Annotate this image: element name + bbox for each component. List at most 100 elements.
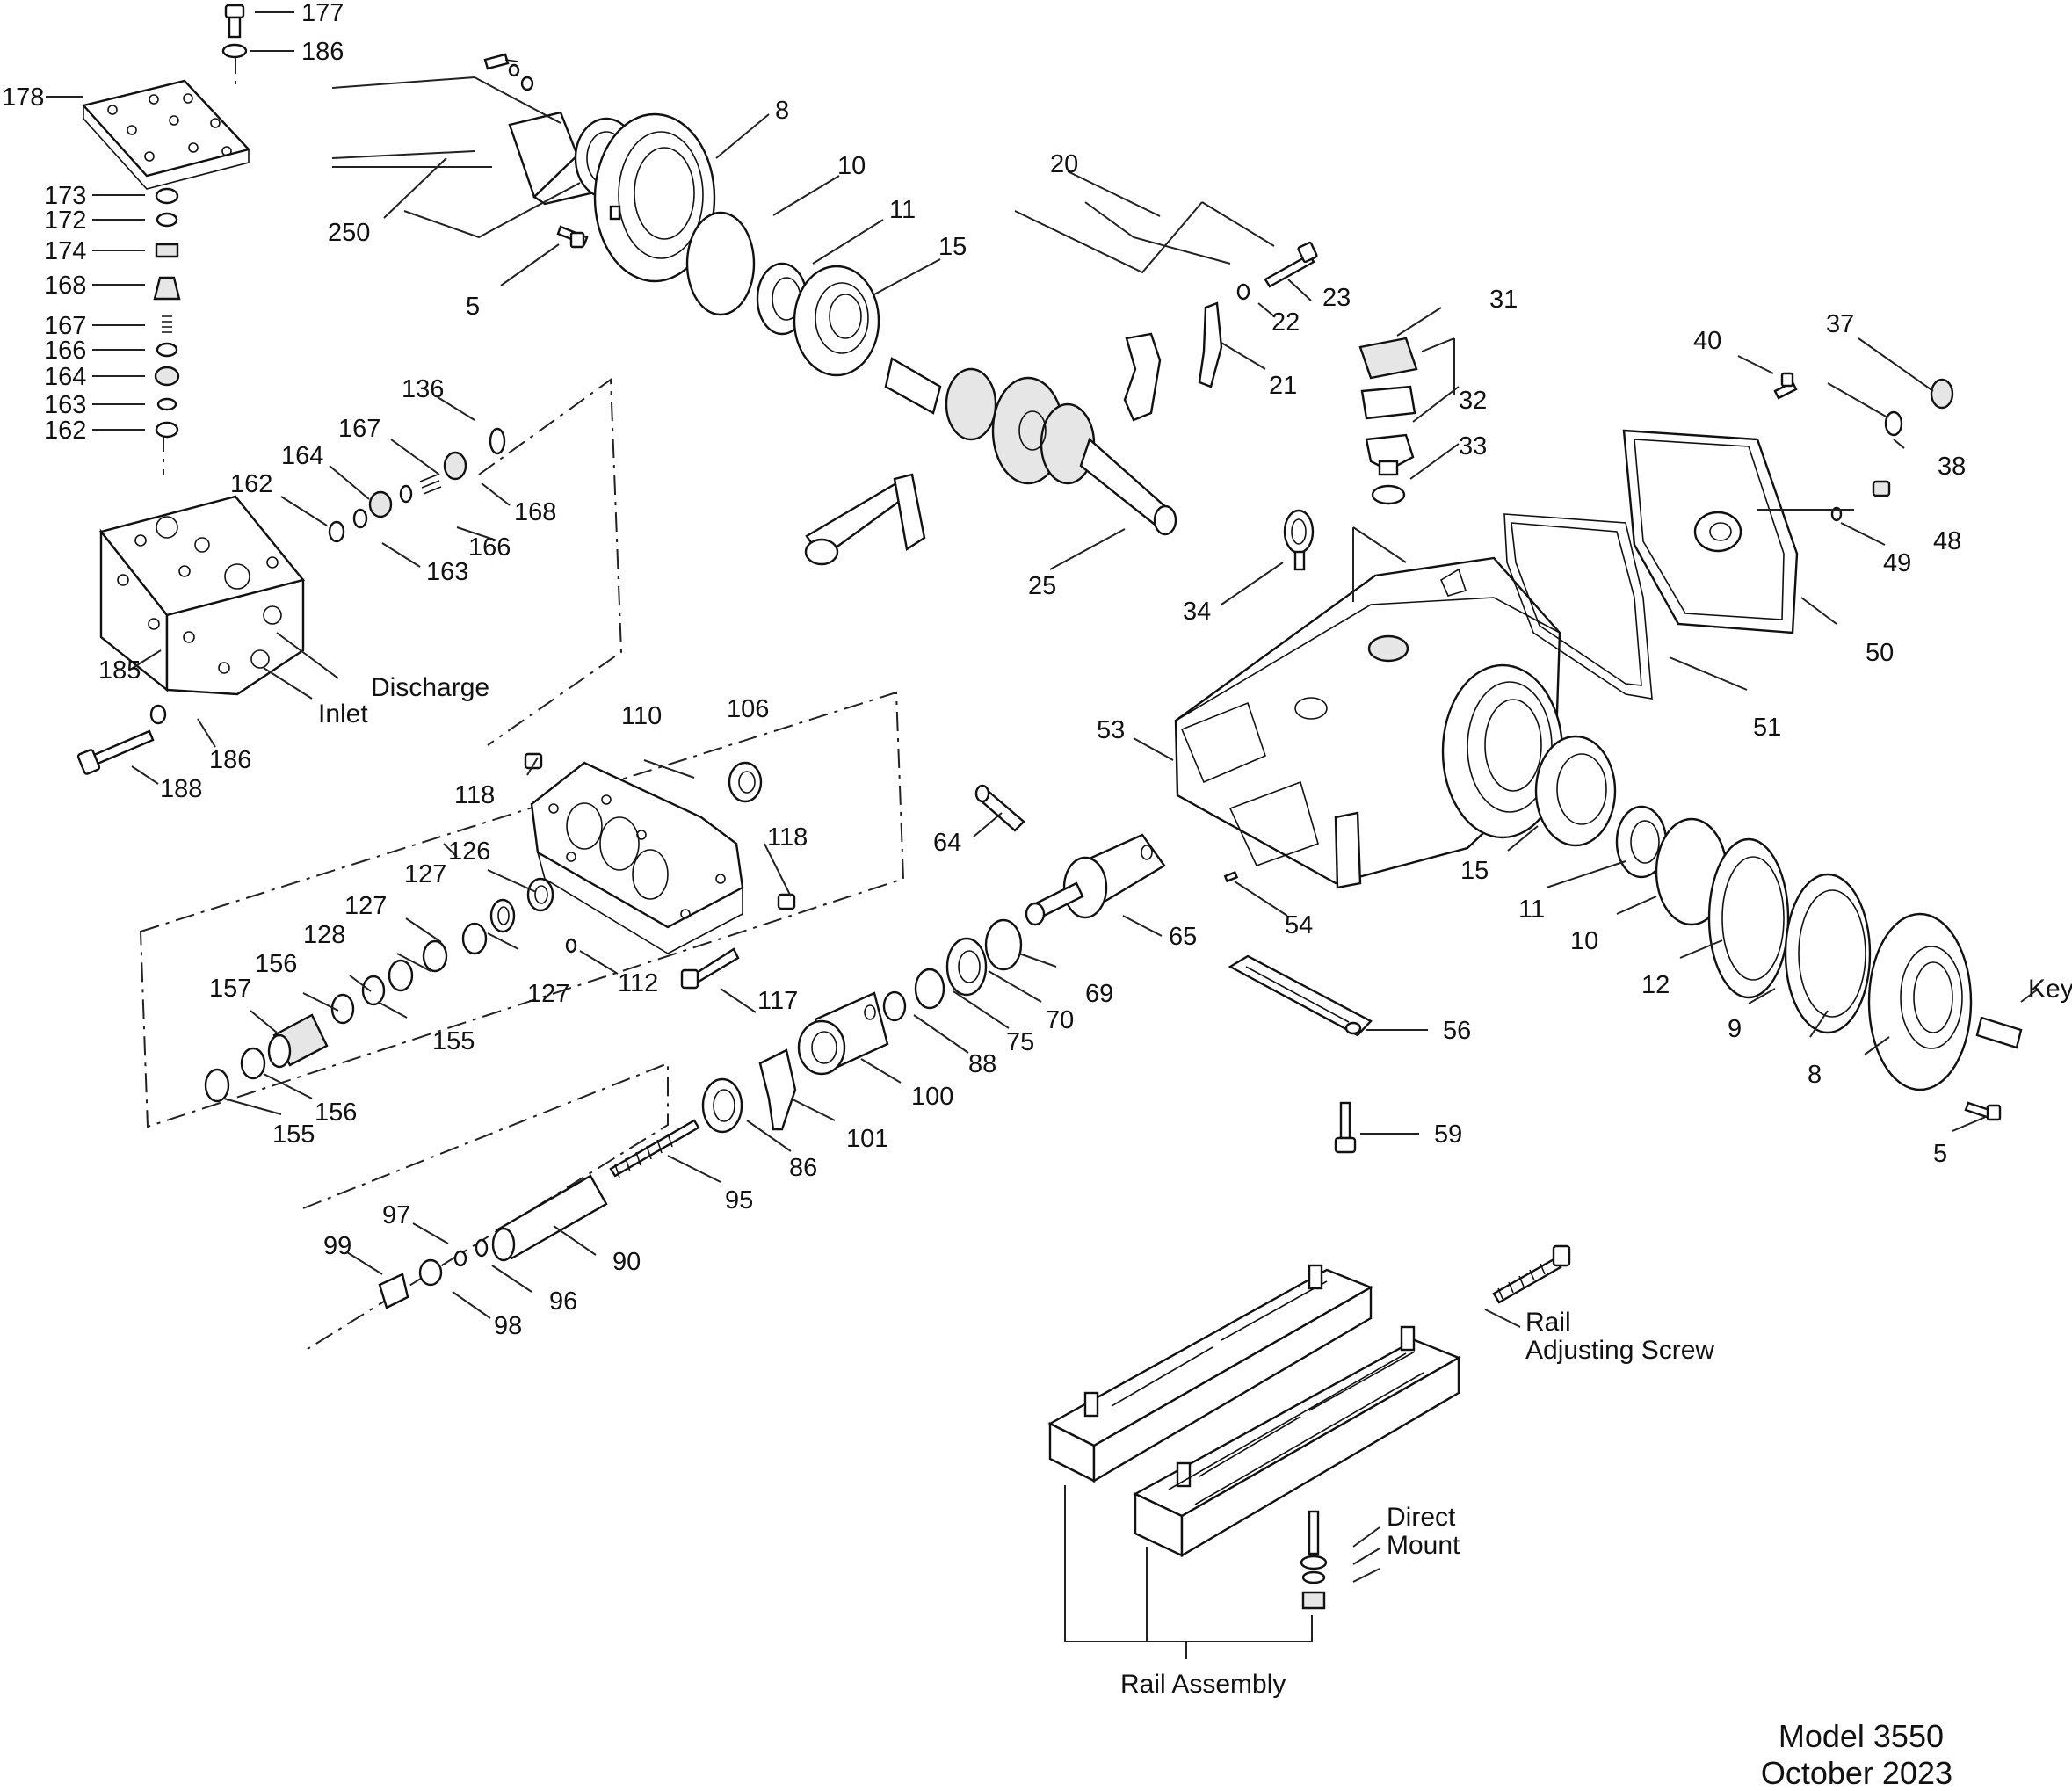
callout-186: 186 <box>301 38 344 66</box>
crosshead-group <box>974 784 1239 926</box>
callout-31: 31 <box>1489 286 1518 314</box>
callout-96: 96 <box>549 1287 577 1316</box>
valve-inline-parts <box>328 427 506 543</box>
callout-5-top: 5 <box>466 293 480 321</box>
cover-plate-178 <box>81 79 251 178</box>
leader-lines <box>46 11 2039 1659</box>
callout-164: 164 <box>44 363 86 391</box>
callout-127-a: 127 <box>404 860 446 888</box>
callout-178: 178 <box>2 83 44 112</box>
label-direct-mount-2: Mount <box>1387 1531 1460 1560</box>
callout-173: 173 <box>44 182 86 210</box>
callout-70: 70 <box>1046 1006 1074 1034</box>
callout-186-b: 186 <box>209 746 251 774</box>
callout-136: 136 <box>402 375 444 403</box>
pin-54 <box>1223 871 1239 883</box>
callout-11-top: 11 <box>889 196 916 224</box>
callout-20: 20 <box>1050 150 1078 178</box>
callout-167: 167 <box>44 312 86 340</box>
callout-9: 9 <box>1728 1015 1742 1043</box>
o-ring-10-top <box>685 211 756 316</box>
footer-date: October 2023 <box>1761 1755 1952 1791</box>
callout-185: 185 <box>98 656 141 685</box>
crankcase-53 <box>1174 556 1564 889</box>
callout-126: 126 <box>448 837 490 866</box>
callout-174: 174 <box>44 237 86 265</box>
callout-53: 53 <box>1097 716 1125 744</box>
seal-housing-110 <box>530 761 744 954</box>
callout-49: 49 <box>1883 549 1911 577</box>
callout-69: 69 <box>1085 980 1113 1008</box>
valve-stack-left <box>153 187 181 439</box>
callout-10-right: 10 <box>1570 927 1598 955</box>
callout-106: 106 <box>727 695 769 723</box>
callout-8-right: 8 <box>1808 1061 1822 1089</box>
callout-110: 110 <box>621 702 662 730</box>
callout-50: 50 <box>1866 639 1894 667</box>
callout-33: 33 <box>1459 432 1487 460</box>
callout-54: 54 <box>1285 911 1313 939</box>
rail-adjusting-screw <box>1492 1257 1562 1304</box>
bearing-set-top <box>685 211 880 377</box>
footer-model: Model 3550 <box>1779 1718 1944 1754</box>
callout-59: 59 <box>1434 1120 1462 1149</box>
breather-cap-group <box>1358 337 1418 505</box>
plunger-seals <box>882 918 1023 1022</box>
callout-98: 98 <box>494 1312 522 1340</box>
label-discharge: Discharge <box>371 673 489 702</box>
callout-8-top: 8 <box>775 97 789 125</box>
crankshaft-25 <box>884 357 1177 536</box>
callout-12: 12 <box>1641 971 1670 999</box>
callout-90: 90 <box>612 1248 641 1276</box>
callout-167-b: 167 <box>338 415 380 443</box>
callout-155-b: 155 <box>272 1120 315 1149</box>
callout-172: 172 <box>44 207 86 235</box>
callout-168-b: 168 <box>514 498 556 526</box>
callout-156-a: 156 <box>255 950 297 978</box>
callout-56: 56 <box>1443 1017 1471 1045</box>
screw-23 <box>1236 241 1318 301</box>
callout-51: 51 <box>1753 714 1781 742</box>
callout-99: 99 <box>323 1232 351 1260</box>
callout-127-b: 127 <box>344 892 387 920</box>
callout-155-a: 155 <box>432 1027 475 1055</box>
callout-112: 112 <box>618 969 658 997</box>
callout-164-b: 164 <box>281 442 323 470</box>
label-rail-screw-1: Rail <box>1525 1308 1571 1337</box>
callout-101: 101 <box>846 1125 888 1153</box>
gasket-51 <box>1503 513 1653 700</box>
callout-23: 23 <box>1322 284 1351 312</box>
callout-177: 177 <box>301 0 344 27</box>
plunger-group <box>378 1119 700 1309</box>
bearing-cover-8-right <box>1867 912 1973 1091</box>
callout-100: 100 <box>911 1083 953 1111</box>
bearing-cover-8-top <box>593 112 716 283</box>
callout-88: 88 <box>968 1050 996 1078</box>
callout-156-b: 156 <box>315 1099 357 1127</box>
callout-95: 95 <box>725 1186 753 1215</box>
washer-186-top <box>221 43 248 59</box>
callout-97: 97 <box>382 1201 410 1229</box>
callout-64: 64 <box>933 829 961 857</box>
callout-37: 37 <box>1826 310 1854 338</box>
callout-163-b: 163 <box>426 558 468 586</box>
callout-162: 162 <box>44 417 86 445</box>
bearing-set-right <box>1534 735 2023 1121</box>
bearing-15-top <box>793 265 880 377</box>
callout-15-top: 15 <box>938 233 967 261</box>
callout-22: 22 <box>1271 308 1300 337</box>
bolt-5-top <box>556 225 589 249</box>
manifold-block-185 <box>98 495 306 696</box>
callout-162-b: 162 <box>230 470 272 498</box>
callout-163: 163 <box>44 391 86 419</box>
connecting-rod <box>804 473 926 566</box>
rod-cap <box>1123 301 1223 422</box>
callout-118-a: 118 <box>454 781 495 809</box>
callout-168: 168 <box>44 272 86 300</box>
label-inlet: Inlet <box>318 700 368 729</box>
label-rail-screw-2: Adjusting Screw <box>1525 1336 1714 1365</box>
bearing-15-right <box>1534 735 1617 847</box>
callout-250: 250 <box>328 219 370 247</box>
callout-38: 38 <box>1938 453 1966 481</box>
